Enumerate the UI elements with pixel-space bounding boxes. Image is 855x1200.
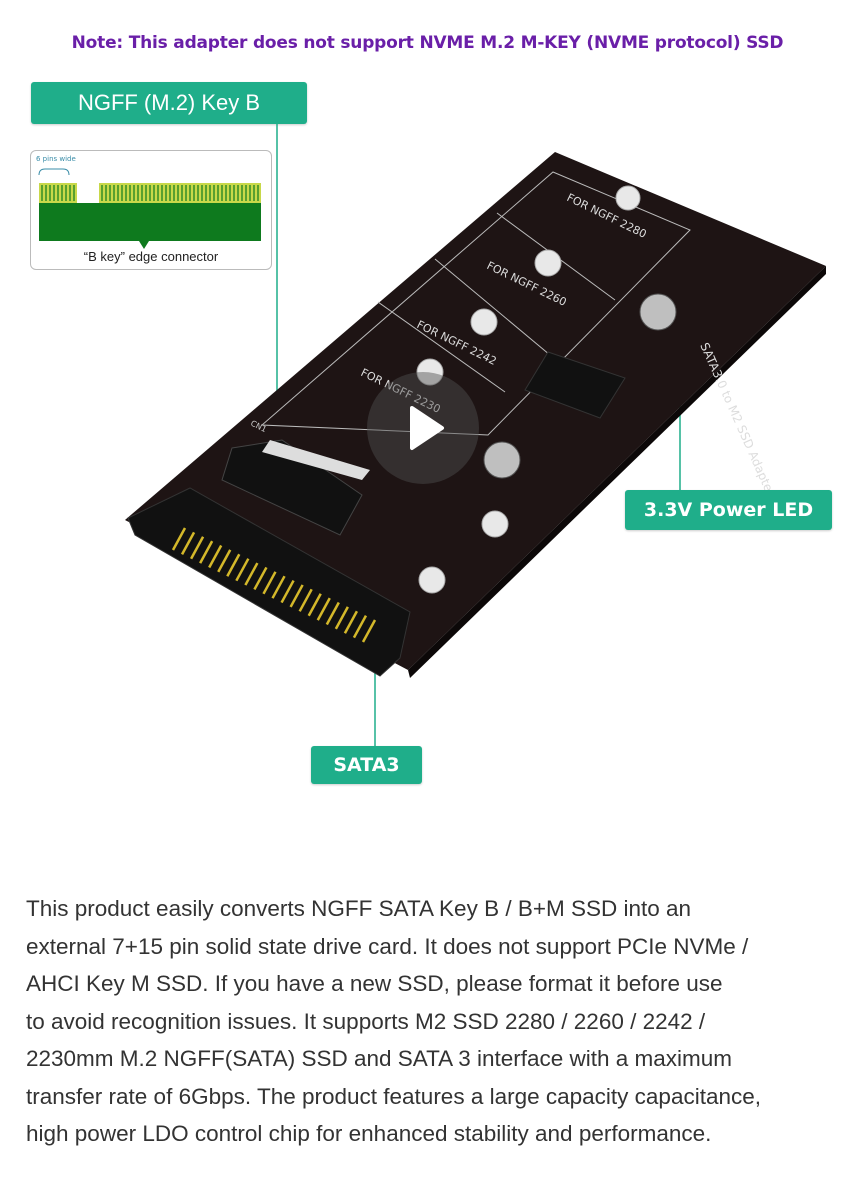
b-key-caption: “B key” edge connector xyxy=(83,249,219,264)
sata-pin xyxy=(343,610,359,634)
sata-pin xyxy=(316,597,331,621)
hole-2242 xyxy=(470,308,498,336)
ldo-chip xyxy=(524,351,626,419)
sata-pin xyxy=(180,531,196,555)
description-line: high power LDO control chip for enhanced… xyxy=(26,1121,712,1146)
description-line: external 7+15 pin solid state drive card… xyxy=(26,933,749,959)
adapter-board-illustration: FOR NGFF 2280 FOR NGFF 2260 FOR NGFF 224… xyxy=(125,124,826,746)
board-silkscreen: SATA3.0 to M2 SSD Adapter xyxy=(697,341,777,499)
sata-pin xyxy=(307,593,322,617)
nvme-warning-note: Note: This adapter does not support NVME… xyxy=(71,33,784,53)
ngff-key-b-callout: NGFF (M.2) Key B xyxy=(31,82,307,124)
pins-wide-label: 6 pins wide xyxy=(36,155,76,163)
b-key-diagram: 6 pins wide “B key” edge connector xyxy=(30,150,272,270)
sata-pin xyxy=(280,579,295,604)
sata-pin xyxy=(271,575,286,599)
sata3-callout: SATA3 xyxy=(311,746,422,784)
product-description: This product easily converts NGFF SATA K… xyxy=(26,890,836,1153)
capacitor xyxy=(639,293,677,331)
edge-connector-graphic xyxy=(38,168,261,249)
sata-pin xyxy=(217,549,232,573)
sata-pin xyxy=(244,562,259,586)
play-icon xyxy=(410,406,444,450)
power-led-callout: 3.3V Power LED xyxy=(625,490,832,530)
description-line: transfer rate of 6Gbps. The product feat… xyxy=(26,1083,761,1109)
hole-2230 xyxy=(416,358,444,386)
video-play-button[interactable] xyxy=(367,372,479,484)
sata-pin xyxy=(352,615,368,639)
hole-2260 xyxy=(534,249,562,277)
sata-pin xyxy=(189,536,205,560)
sata-pin xyxy=(325,601,340,626)
sata-pin xyxy=(208,544,223,569)
sata-pin xyxy=(334,606,349,630)
sata-pin xyxy=(361,619,377,643)
sata-pin xyxy=(298,588,313,612)
standoff-2280 xyxy=(615,185,641,211)
sata-pin xyxy=(253,566,268,591)
sata-pin xyxy=(262,571,277,595)
description-line: to avoid recognition issues. It supports… xyxy=(26,1008,706,1034)
sata-pin xyxy=(226,553,241,577)
description-line: This product easily converts NGFF SATA K… xyxy=(26,896,692,921)
sata-pin xyxy=(235,558,250,582)
capacitor xyxy=(483,441,521,479)
sata-pin xyxy=(289,584,304,608)
description-line: 2230mm M.2 NGFF(SATA) SSD and SATA 3 int… xyxy=(26,1046,733,1071)
sata-pin xyxy=(199,540,214,564)
sata-pin xyxy=(171,527,187,551)
description-line: AHCI Key M SSD. If you have a new SSD, p… xyxy=(26,971,723,996)
pcb-board xyxy=(125,152,826,670)
